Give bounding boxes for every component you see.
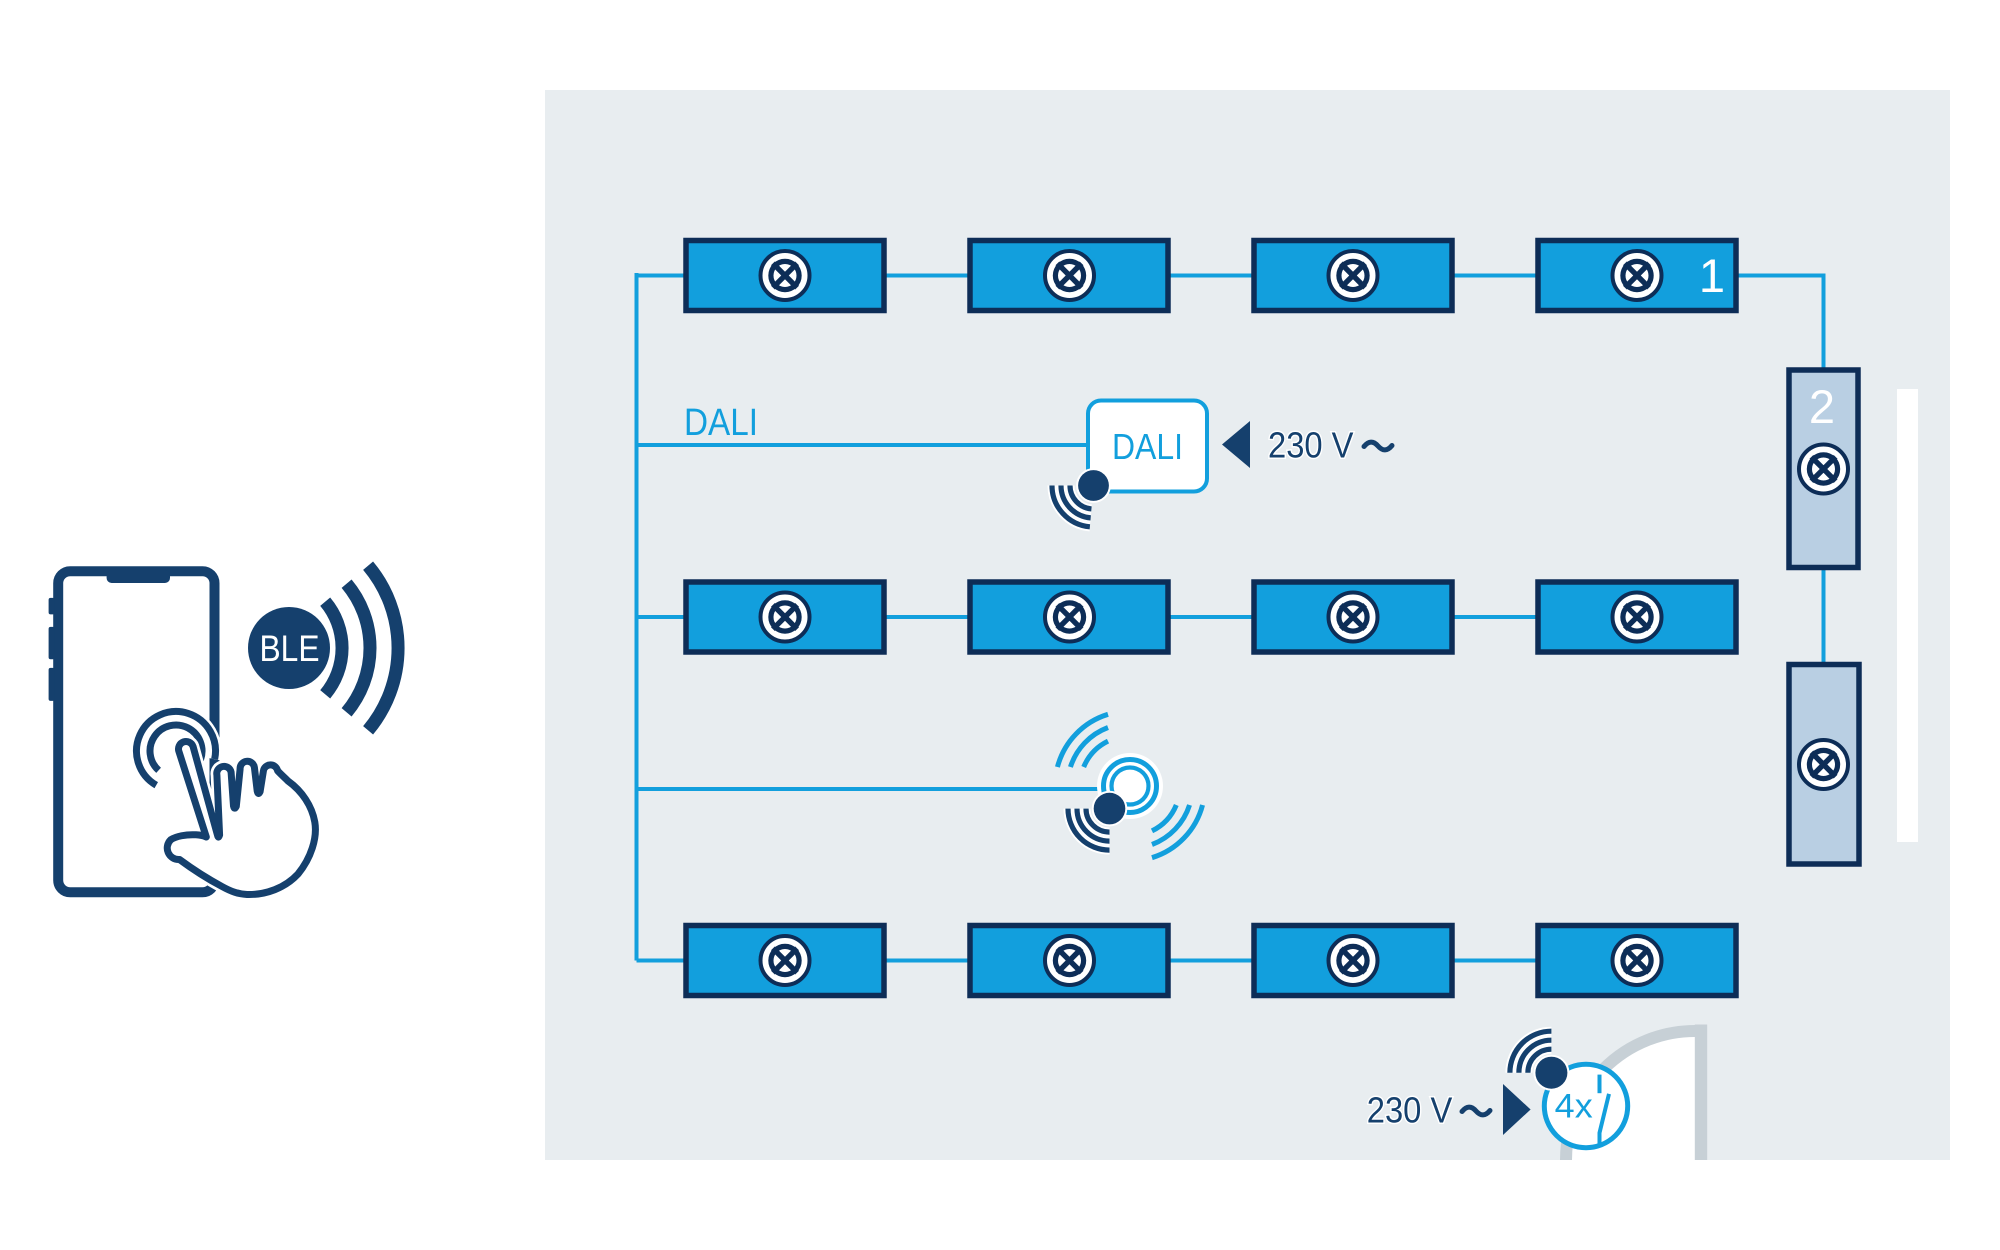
- svg-text:1: 1: [1699, 249, 1725, 302]
- svg-text:230 V: 230 V: [1367, 1090, 1453, 1131]
- svg-text:BLE: BLE: [260, 628, 320, 669]
- svg-text:DALI: DALI: [684, 402, 758, 444]
- svg-text:230 V: 230 V: [1268, 424, 1354, 465]
- svg-text:2: 2: [1809, 380, 1835, 433]
- svg-text:DALI: DALI: [1112, 426, 1183, 467]
- svg-text:4x: 4x: [1555, 1088, 1593, 1126]
